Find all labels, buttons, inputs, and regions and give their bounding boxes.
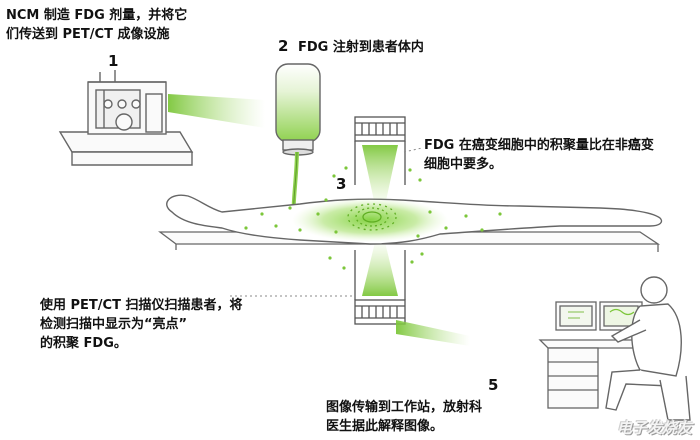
watermark: 电子发烧友 [616,419,692,437]
fdg-particles [244,166,502,270]
scanner-beam-down [362,145,398,210]
hot-spot [347,203,397,231]
green-beam-1 [168,94,265,128]
fdg-glow [292,198,448,242]
step1-number: 1 [108,52,119,70]
pet-ct-scanner-bottom [354,250,406,325]
fdg-vial-illustration [275,63,321,156]
green-beam-4 [396,320,470,346]
step1-description: NCM 制造 FDG 剂量，并将它 们传送到 PET/CT 成像设施 [6,8,188,42]
step3-description: FDG 在癌变细胞中的积聚量比在非癌变 细胞中要多。 [424,138,654,172]
step3-number: 3 [336,175,347,193]
step5-number: 5 [488,376,499,394]
step5-description: 图像传输到工作站，放射科 医生据此解释图像。 [326,400,483,434]
pet-ct-scanner-top [354,116,406,185]
radiologist-illustration [605,276,691,421]
connector-lines [230,147,423,297]
lab-equipment-illustration [58,70,194,166]
step2-number: 2 [278,37,289,55]
step2-description: FDG 注射到患者体内 [298,40,424,55]
scanner-beam-up [362,238,398,296]
step4-description: 使用 PET/CT 扫描仪扫描患者，将 检测扫描中显示为“亮点” 的积聚 FDG… [40,298,243,351]
